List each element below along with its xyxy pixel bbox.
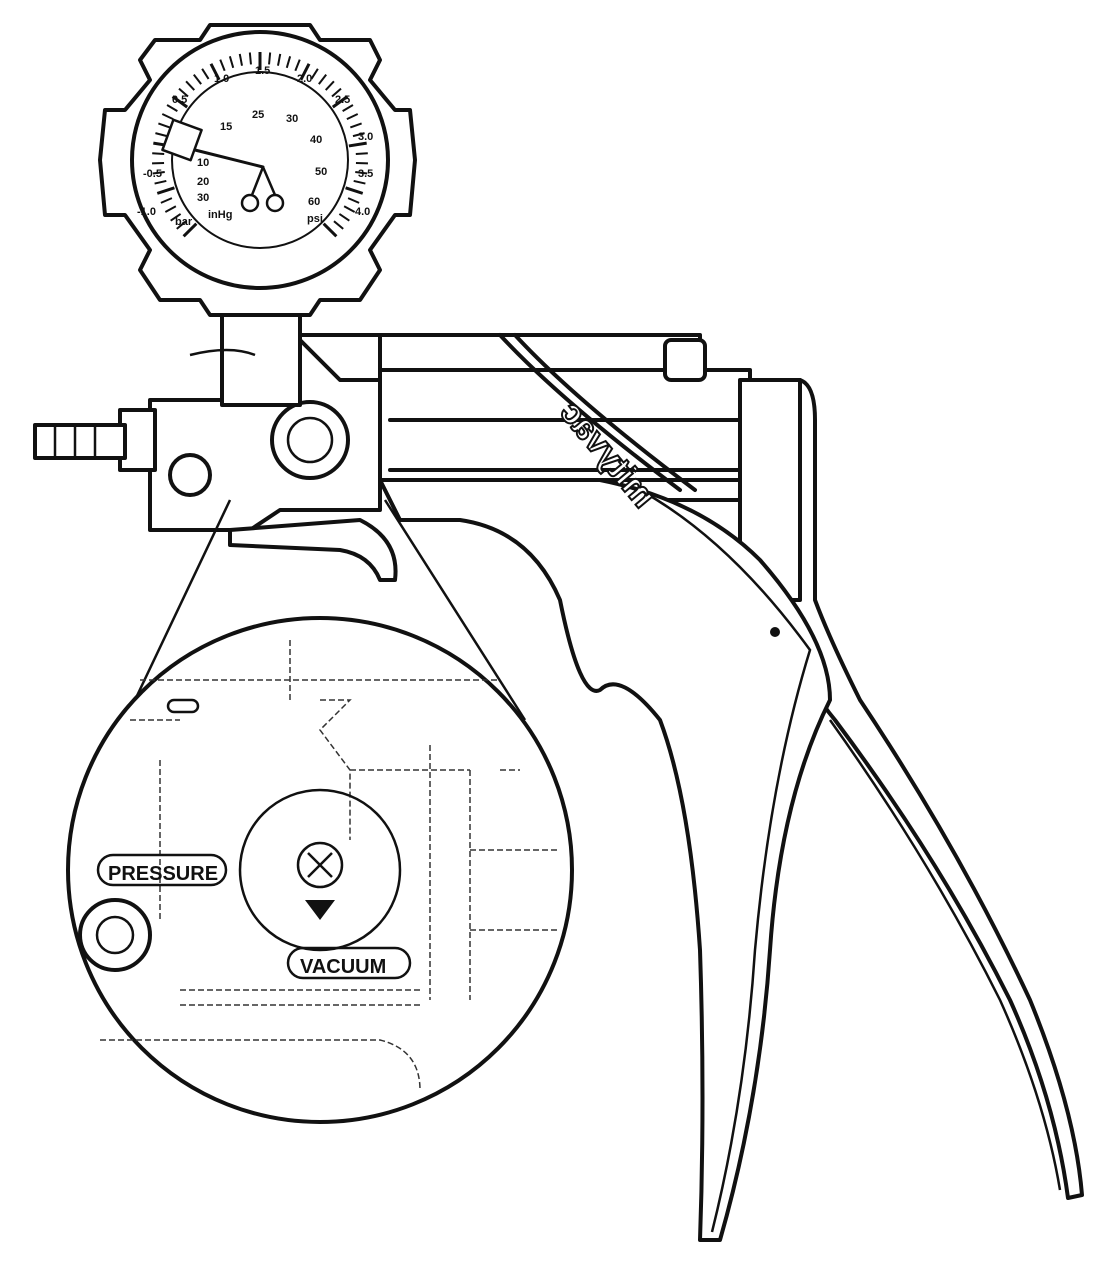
detail-magnifier: PRESSURE VACUUM: [66, 616, 574, 1124]
callout-line: [383, 499, 527, 721]
gauge-tick: [355, 152, 368, 155]
gauge-tick: [209, 63, 221, 81]
gauge-tick: [176, 220, 187, 230]
gauge-tick: [324, 80, 335, 91]
gauge-tick: [318, 74, 327, 85]
pressure-label: PRESSURE: [108, 863, 218, 885]
gauge-tick: [178, 87, 189, 98]
valve-block: [33, 338, 398, 582]
gauge-tick: [161, 113, 174, 121]
gauge-tick: [285, 56, 292, 69]
scale-label: 2.0: [297, 73, 312, 85]
gauge-tick: [353, 179, 366, 185]
pump-lever: [738, 378, 1084, 1200]
inner-scale-label: 10: [197, 157, 209, 169]
gauge-tick: [228, 56, 235, 69]
gauge-tick: [346, 113, 359, 121]
scale-label: 3.0: [358, 131, 373, 143]
unit-bar: bar: [175, 216, 193, 228]
gauge-tick: [347, 197, 360, 204]
gauge-tick: [268, 52, 272, 65]
gauge-tick: [201, 68, 210, 80]
gauge-tick: [355, 171, 368, 175]
gauge-tick: [171, 95, 189, 109]
inner-scale-label: 25: [252, 109, 264, 121]
gauge-tick: [155, 132, 168, 138]
gauge-tick: [331, 95, 349, 109]
inner-scale-label: 60: [308, 196, 320, 208]
gauge-tick: [158, 122, 171, 129]
gauge-tick: [299, 63, 311, 81]
scale-label: 1.5: [255, 65, 270, 77]
scale-label: 1.0: [214, 73, 229, 85]
gauge-tick: [343, 205, 356, 213]
gauge-tick: [310, 68, 319, 80]
gauge-tick: [238, 53, 243, 66]
gauge-tick: [160, 197, 173, 204]
pressure-gauge: -1.0 -0.5 0.5 1.0 1.5 2.0 2.5 3.0 3.5 4.…: [98, 23, 417, 317]
inner-scale-label: 30: [286, 113, 298, 125]
gauge-neck: [220, 298, 302, 407]
inner-scale-label: 15: [220, 121, 232, 133]
gauge-tick: [185, 80, 196, 91]
gauge-tick: [277, 53, 282, 66]
gauge-tick: [164, 205, 177, 213]
callout-line: [133, 499, 232, 701]
inner-scale-label: 40: [310, 134, 322, 146]
inner-scale-label: 20: [197, 176, 209, 188]
unit-psi: psi: [307, 213, 323, 225]
gauge-tick: [352, 132, 365, 138]
scale-label: 0.5: [172, 94, 187, 106]
gauge-tick: [294, 59, 301, 72]
gauge-tick: [338, 213, 350, 222]
inner-scale-label: 50: [315, 166, 327, 178]
gauge-tick: [348, 141, 367, 148]
scale-label: -0.5: [143, 168, 162, 180]
vacuum-label: VACUUM: [300, 956, 386, 978]
gauge-scale-arc: [171, 71, 349, 249]
scale-label: 4.0: [355, 206, 370, 218]
gauge-needle: [193, 148, 265, 169]
gauge-tick: [182, 222, 198, 238]
gauge-tick: [331, 87, 342, 98]
gauge-tick: [349, 122, 362, 129]
gauge-ticks: [152, 52, 368, 249]
gauge-tick: [342, 104, 354, 112]
gauge-tick: [193, 74, 202, 85]
scale-label: 2.5: [335, 94, 350, 106]
triangle-indicator-icon: [305, 900, 335, 920]
release-lever: [228, 518, 398, 582]
unit-inhg: inHg: [208, 209, 232, 221]
scale-label: 3.5: [358, 168, 373, 180]
gauge-tick: [322, 222, 338, 238]
pump-cylinder: [298, 333, 802, 602]
inner-scale-label: 30: [197, 192, 209, 204]
gauge-tick: [219, 59, 226, 72]
gauge-tick: [345, 186, 364, 195]
gauge-tick: [333, 220, 344, 230]
scale-label: -1.0: [137, 206, 156, 218]
gauge-tick: [248, 52, 252, 65]
gauge-tick: [166, 104, 178, 112]
gauge-tick: [156, 186, 175, 195]
gauge-tick: [152, 171, 165, 175]
gauge-tick: [154, 179, 167, 185]
gauge-tick: [170, 213, 182, 222]
gauge-tick: [152, 152, 165, 155]
selector-knob: [270, 400, 350, 480]
